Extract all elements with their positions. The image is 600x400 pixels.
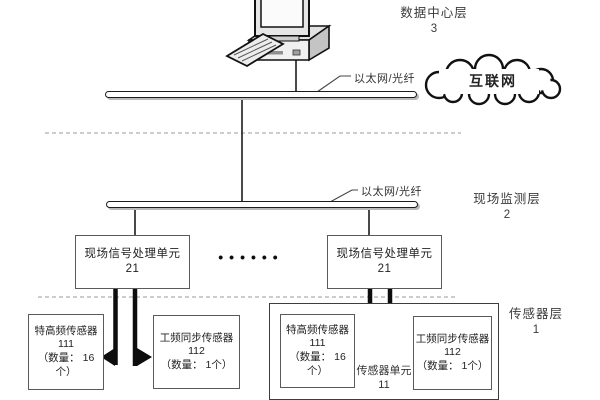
power-button — [292, 49, 301, 56]
uhf-sensor-box-left: 特高频传感器 111 （数量： 16 个） — [28, 314, 104, 390]
monitor-screen — [260, 0, 304, 28]
uhf-right-qty-line2: 个） — [307, 364, 328, 377]
uhf-sensor-box-right: 特高频传感器 111 （数量： 16 个） — [280, 314, 355, 388]
layer2-title: 现场监测层 — [473, 192, 541, 206]
layer-label-field-monitoring: 现场监测层 2 — [467, 192, 547, 222]
arrowhead-left-a — [101, 348, 115, 366]
uhf-left-qty-line2: 个） — [55, 365, 77, 378]
uhf-left-qty-line1: （数量： 16 — [37, 352, 95, 364]
pf-left-number: 112 — [188, 345, 205, 358]
pf-sensor-box-left: 工频同步传感器 112 （数量： 1个） — [153, 315, 240, 389]
ethernet-bus-mid — [106, 201, 418, 208]
uhf-left-name: 特高频传感器 — [34, 324, 98, 337]
ethernet-bus-top — [105, 91, 417, 98]
pf-right-number: 112 — [444, 346, 461, 359]
layer3-title: 数据中心层 — [400, 6, 468, 20]
pf-left-qty: （数量： 1个） — [160, 358, 233, 371]
arrowhead-left-b — [137, 348, 152, 366]
processing-unit-left: 现场信号处理单元 21 — [75, 235, 190, 289]
leader-ethernet-mid — [329, 189, 358, 203]
internet-label: 互联网 — [469, 73, 517, 89]
pf-right-name: 工频同步传感器 — [415, 332, 490, 345]
computer-icon — [225, 0, 332, 68]
layer2-number: 2 — [503, 208, 511, 221]
processing-unit-left-number: 21 — [125, 263, 140, 275]
internet-cloud — [424, 53, 562, 106]
sensor-unit-name: 传感器单元 — [356, 365, 412, 377]
uhf-right-number: 111 — [309, 337, 326, 350]
layer1-title: 传感器层 — [508, 307, 563, 321]
pf-sensor-box-right: 工频同步传感器 112 （数量： 1个） — [413, 316, 492, 390]
ellipsis-dots: •••••• — [218, 249, 284, 265]
processing-unit-left-name: 现场信号处理单元 — [84, 248, 181, 261]
layer-label-sensor: 传感器层 1 — [502, 307, 570, 337]
leader-ethernet-top — [316, 75, 351, 93]
uhf-left-number: 111 — [58, 338, 74, 351]
ethernet-label-top: 以太网/光纤 — [354, 73, 416, 85]
pf-right-qty: （数量： 1个） — [416, 359, 489, 372]
sensor-unit-number: 11 — [378, 378, 390, 391]
uhf-right-name: 特高频传感器 — [286, 323, 349, 336]
layer1-number: 1 — [532, 323, 540, 336]
processing-unit-right-number: 21 — [377, 263, 392, 275]
pf-left-name: 工频同步传感器 — [159, 331, 234, 344]
layer-label-data-center: 数据中心层 3 — [395, 6, 473, 36]
uhf-right-qty-line1: （数量： 16 — [289, 351, 346, 363]
processing-unit-right-name: 现场信号处理单元 — [336, 248, 433, 261]
layer3-number: 3 — [430, 22, 438, 35]
ethernet-label-mid: 以太网/光纤 — [361, 186, 423, 198]
processing-unit-right: 现场信号处理单元 21 — [327, 235, 442, 289]
sensor-unit-caption: 传感器单元 11 — [350, 365, 418, 393]
